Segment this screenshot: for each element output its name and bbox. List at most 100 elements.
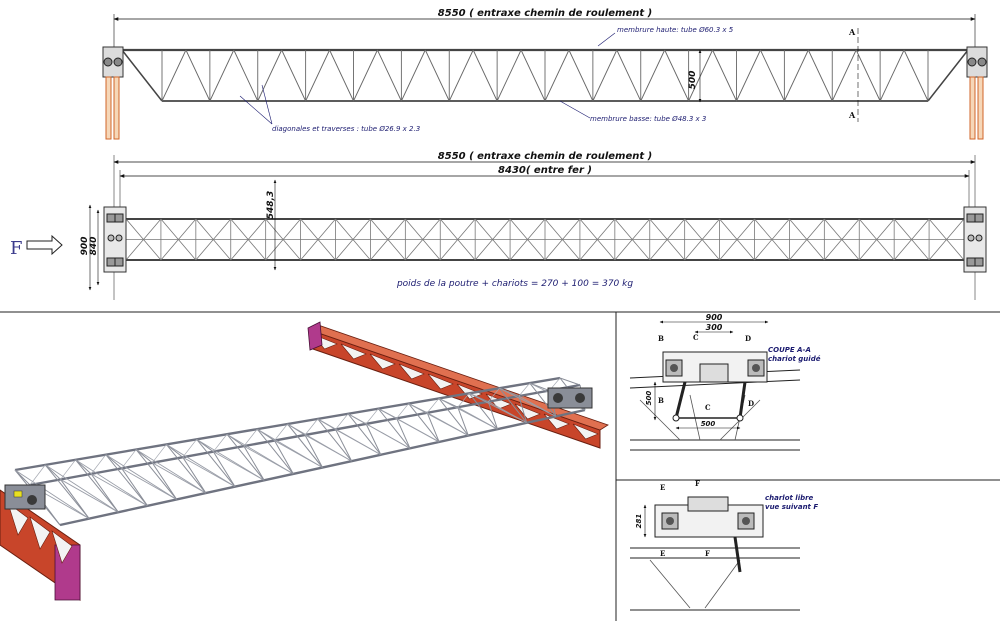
web-diagonal — [468, 392, 527, 424]
web-diagonal — [408, 403, 469, 436]
section-subtitle: chariot guidé — [768, 355, 821, 363]
mark-b-bottom: B — [658, 396, 664, 405]
top-diagonal — [274, 423, 288, 441]
view-f-detail: 281 E F E F charlot libre vue suivant F — [630, 479, 818, 611]
offset-label: 548,3 — [266, 191, 276, 219]
plan-truss — [125, 218, 965, 261]
wheel-icon — [553, 393, 563, 403]
web-vertical — [438, 398, 469, 436]
diagonal-member — [903, 49, 929, 102]
section-mark-bottom: A — [848, 110, 856, 120]
diagonal-member — [233, 49, 259, 102]
web-diagonal — [75, 459, 148, 507]
mark-e-top: E — [660, 483, 665, 492]
diagonal-member — [257, 49, 283, 102]
plan-diagonal — [719, 218, 755, 261]
top-diagonal — [60, 459, 76, 480]
web-vertical — [396, 418, 411, 449]
web-diagonal — [347, 413, 411, 449]
section-height-label: 500 — [645, 391, 653, 406]
plan-diagonal — [405, 218, 441, 261]
bridge-truss-3d — [14, 376, 586, 527]
top-diagonal — [182, 439, 197, 458]
web-diagonal — [378, 408, 440, 443]
web-vertical — [151, 462, 178, 500]
diagonal-member — [616, 49, 642, 102]
mark-c-top: C — [693, 333, 699, 342]
web-vertical — [377, 408, 411, 449]
mark-d-top: D — [745, 334, 751, 343]
mark-c-bottom: C — [705, 403, 711, 412]
force-arrow-icon — [26, 234, 63, 256]
plan-diagonal — [789, 218, 825, 261]
web-diagonal — [121, 467, 177, 500]
diagonal-member — [736, 49, 761, 102]
section-aa-detail: 900 300 500 500 B C D B C D COUPE A-A — [629, 313, 821, 451]
runway-opening — [7, 502, 29, 536]
web-diagonal — [287, 423, 352, 462]
top-rung — [14, 469, 31, 486]
diagonal-member — [496, 49, 522, 102]
height-label: 500 — [688, 71, 698, 90]
plan-diagonal — [335, 218, 371, 261]
top-diagonal — [90, 454, 107, 475]
plan-diagonal — [684, 218, 720, 261]
plan-diagonal — [300, 218, 336, 261]
web-vertical — [468, 393, 498, 430]
plan-span-label: 8550 ( entraxe chemin de roulement ) — [438, 151, 652, 162]
runway-opening — [369, 353, 396, 370]
web-diagonal — [317, 418, 382, 456]
web-vertical — [287, 423, 323, 468]
web-vertical — [317, 418, 353, 462]
left-end-carriage — [102, 46, 124, 140]
web-vertical — [518, 395, 528, 423]
end-carriage-right — [547, 387, 593, 409]
diagonal-member — [400, 49, 426, 102]
top-diagonal — [304, 418, 319, 436]
runway-opening — [427, 373, 454, 390]
span-label: 8550 ( entraxe chemin de roulement ) — [438, 8, 652, 19]
web-vertical — [335, 429, 353, 462]
weight-note: poids de la poutre + chariots = 270 + 10… — [396, 279, 633, 289]
top-rung — [559, 377, 581, 386]
plan-diagonal — [649, 218, 685, 261]
plan-left-end-truck — [103, 206, 127, 273]
runway-end-plate — [307, 321, 323, 351]
mark-e-bottom: E — [660, 549, 665, 558]
web-vertical — [121, 468, 148, 507]
section-mark-top: A — [848, 27, 856, 37]
web-vertical — [499, 387, 528, 424]
top-rung — [105, 454, 122, 469]
view-f-title: charlot libre — [765, 494, 814, 502]
end-brace — [927, 49, 969, 102]
top-diagonal — [457, 393, 470, 408]
diagonal-member — [329, 49, 354, 102]
plan-diagonal — [265, 218, 301, 261]
diagonal-member — [783, 49, 809, 102]
web-vertical — [196, 439, 236, 487]
top-rung — [44, 464, 61, 480]
web-vertical — [274, 440, 294, 475]
inner-width-label: 840 — [89, 237, 99, 256]
web-vertical — [90, 473, 119, 513]
web-vertical — [105, 454, 148, 507]
rail-label: 8430( entre fer ) — [498, 165, 592, 176]
top-diagonal — [518, 382, 530, 397]
web-diagonal — [135, 449, 207, 494]
diagonal-member — [807, 49, 833, 102]
web-diagonal — [226, 433, 294, 475]
top-diagonal — [243, 428, 258, 447]
web-vertical — [529, 382, 557, 417]
mark-d-bottom: D — [748, 399, 754, 408]
diagonal-member — [592, 49, 618, 102]
web-vertical — [182, 456, 207, 494]
diagonal-member — [760, 49, 785, 102]
web-diagonal — [166, 444, 236, 488]
web-vertical — [487, 401, 498, 430]
web-vertical — [212, 451, 236, 487]
diagonal-member — [520, 49, 546, 102]
wheel-icon — [27, 495, 37, 505]
runway-beam-right — [309, 324, 609, 449]
force-label: F — [10, 238, 23, 259]
